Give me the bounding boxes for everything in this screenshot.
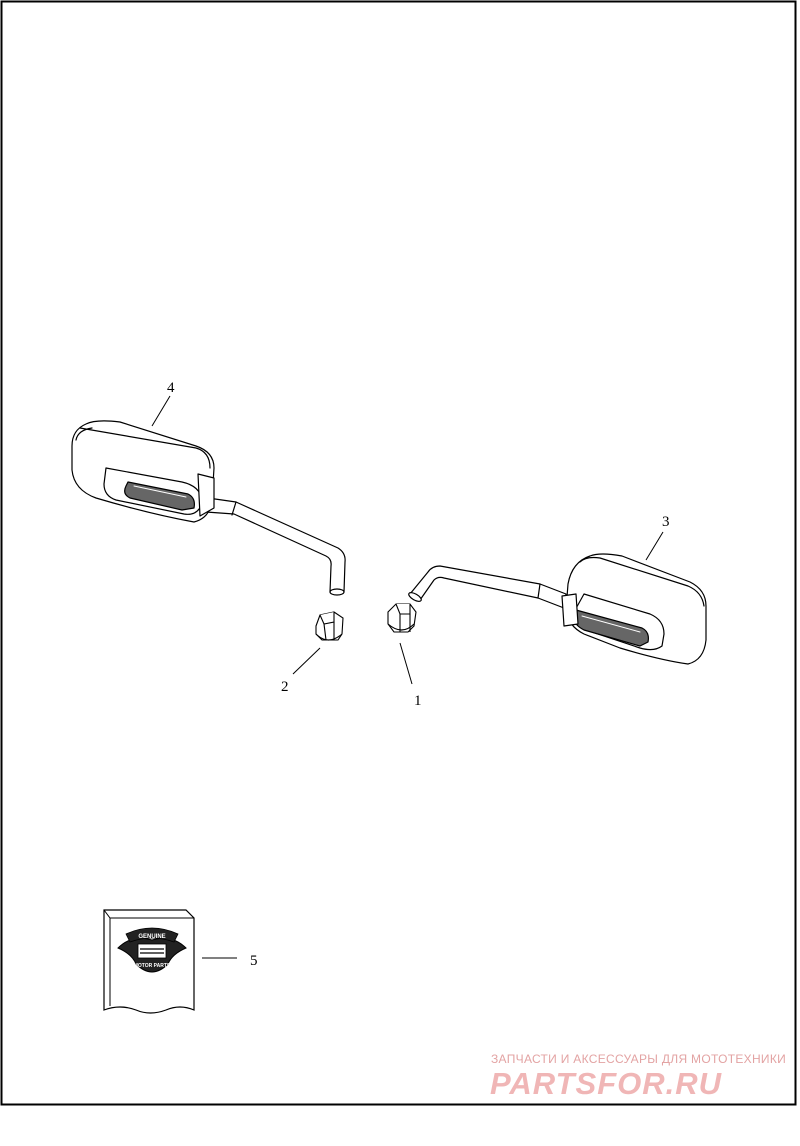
- watermark-logo: PARTSFOR.RU: [490, 1066, 723, 1101]
- kit-label-motor-parts: MOTOR PARTS: [134, 963, 171, 969]
- motor-parts-emblem-logo: GENUINE MOTOR PARTS: [117, 927, 187, 973]
- acorn-nut-1: [387, 603, 417, 633]
- leader-3: [645, 531, 664, 561]
- leader-lines: [151, 395, 664, 959]
- callout-1: 1: [414, 693, 422, 709]
- right-mirror: [408, 553, 707, 665]
- left-mirror: [71, 420, 346, 596]
- acorn-nut-2: [315, 611, 344, 641]
- callout-3: 3: [662, 514, 670, 530]
- page-border: [0, 0, 797, 1106]
- kit-label-genuine: GENUINE: [138, 934, 165, 940]
- callout-4: 4: [167, 380, 175, 396]
- genuine-parts-kit: GENUINE MOTOR PARTS: [103, 909, 195, 1014]
- callout-2: 2: [281, 679, 289, 695]
- leader-4: [151, 395, 171, 427]
- callout-5: 5: [250, 953, 258, 969]
- watermark-tagline: ЗАПЧАСТИ И АКСЕССУАРЫ ДЛЯ МОТОТЕХНИКИ: [491, 1052, 787, 1066]
- leader-2: [292, 647, 321, 675]
- leader-1: [399, 642, 413, 685]
